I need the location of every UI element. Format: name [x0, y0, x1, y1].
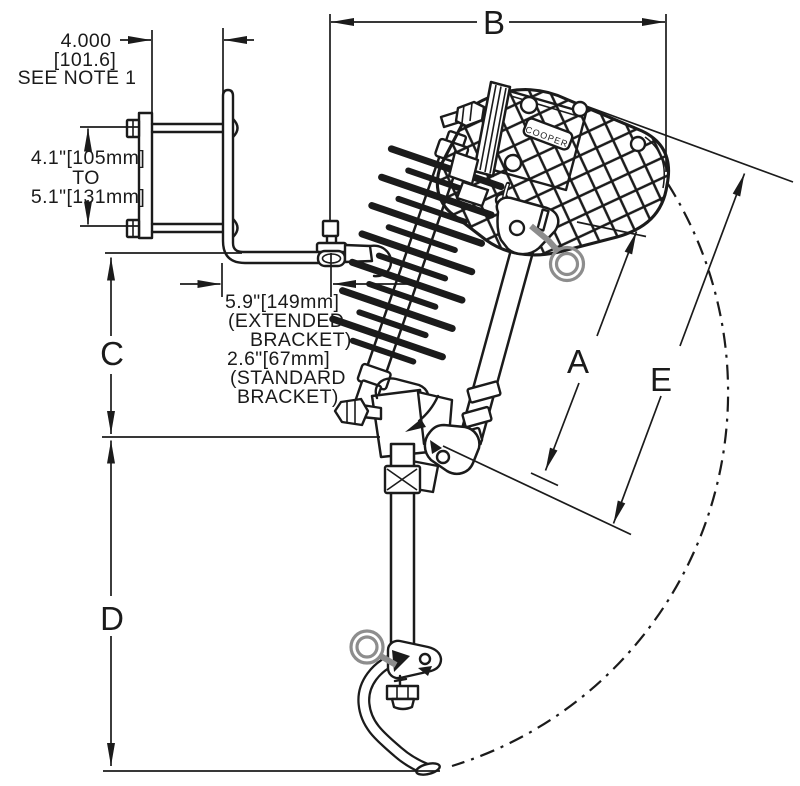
offset-extended-value: 5.9"[149mm]: [225, 291, 339, 313]
spacing-to: TO: [72, 167, 100, 189]
upper-contact-assembly: COOPER: [435, 80, 671, 283]
offset-extended-l1: (EXTENDED: [228, 310, 344, 332]
dim-label-b: B: [483, 4, 505, 41]
bracket-back-plate: [137, 111, 154, 240]
ext-line-a-bottom: [530, 472, 559, 487]
note-see: SEE NOTE 1: [18, 67, 137, 89]
rivet: [571, 100, 589, 118]
dim-label-a: A: [567, 343, 589, 380]
offset-extended-l2: BRACKET): [250, 329, 352, 351]
bottom-casting: [385, 639, 443, 711]
ext-line-e-bottom: [442, 445, 632, 536]
note-mm: [101.6]: [54, 49, 116, 71]
bracket-l-arm: [221, 88, 335, 265]
dim-a-down: [544, 382, 580, 471]
rivet: [629, 135, 647, 153]
spacing-min: 4.1"[105mm]: [31, 147, 145, 169]
lower-tube-assembly: [349, 442, 443, 776]
dim-label-e: E: [650, 361, 672, 398]
dim-label-d: D: [100, 600, 124, 637]
spacing-max: 5.1"[131mm]: [31, 186, 145, 208]
lower-pull-ring: [349, 629, 398, 668]
swing-arc: [451, 183, 730, 768]
ext-line-top-diagonal: [585, 105, 794, 183]
dim-label-c: C: [100, 335, 124, 372]
offset-standard-l1: (STANDARD: [230, 367, 346, 389]
upper-pull-ring: [529, 223, 586, 283]
offset-standard-value: 2.6"[67mm]: [227, 348, 330, 370]
offset-standard-l2: BRACKET): [237, 386, 339, 408]
dimension-layer: [80, 14, 794, 772]
pole-mounting-bracket: [125, 88, 393, 278]
rivet: [519, 95, 539, 115]
lower-stud-nut: [333, 397, 370, 427]
note-value: 4.000: [61, 30, 112, 52]
annotation-text: 4.000 [101.6] SEE NOTE 1 4.1"[105mm] TO …: [18, 4, 672, 637]
dim-e-down: [612, 395, 662, 524]
dim-a-up: [596, 231, 638, 337]
top-terminal-bolt: [439, 100, 486, 129]
top-lid-strip: [472, 80, 512, 178]
dim-e-up: [679, 173, 746, 347]
rivet: [503, 153, 523, 173]
